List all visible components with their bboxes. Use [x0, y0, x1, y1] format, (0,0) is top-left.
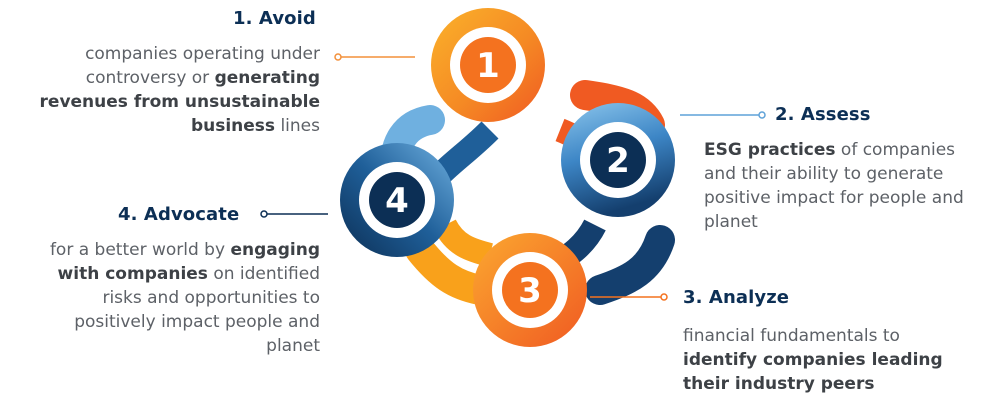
step-4-description: for a better world by engaging with comp… — [30, 238, 320, 358]
ring-4 — [340, 143, 454, 257]
ring-1 — [431, 8, 545, 122]
step-4-text: for a better world by — [49, 240, 231, 260]
ring-2 — [561, 103, 675, 217]
step-1-bold: generating revenues from unsustainable b… — [39, 68, 320, 136]
ring-3 — [473, 233, 587, 347]
step-2-description: ESG practices of companies and their abi… — [704, 138, 976, 234]
connector-3 — [590, 293, 668, 301]
step-1-title: 1. Avoid — [233, 8, 316, 29]
step-3-description: financial fundamentals to identify compa… — [683, 324, 975, 396]
step-number-3: 3 — [518, 271, 542, 311]
step-3-text: financial fundamentals to — [683, 326, 900, 346]
connector-1 — [334, 53, 415, 61]
step-4-bold: engaging with companies — [57, 240, 320, 284]
step-1-text: companies operating under controversy or — [85, 44, 320, 88]
step-number-2: 2 — [606, 141, 630, 181]
step-3-bold: identify companies leading their industr… — [683, 350, 943, 394]
step-number-1: 1 — [476, 46, 500, 86]
step-2-text: of companies and their ability to genera… — [704, 140, 964, 232]
step-number-4: 4 — [385, 181, 409, 221]
step-4-text-end: on identified risks and opportunities to… — [74, 264, 320, 356]
step-3-title: 3. Analyze — [683, 287, 790, 308]
step-2-bold: ESG practices — [704, 140, 836, 160]
step-4-title: 4. Advocate — [118, 204, 240, 225]
step-1-text-end: lines — [275, 116, 320, 136]
connector-4 — [260, 210, 328, 218]
connector-2 — [680, 111, 766, 119]
step-2-title: 2. Assess — [775, 104, 871, 125]
step-1-description: companies operating under controversy or… — [20, 42, 320, 138]
